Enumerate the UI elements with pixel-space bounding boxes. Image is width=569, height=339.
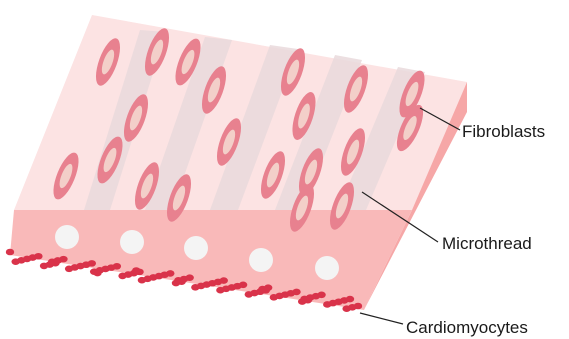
cardiomyocyte-cell bbox=[220, 277, 228, 284]
cardiomyocytes-leader-line bbox=[360, 313, 403, 324]
microthread-cross-section bbox=[315, 256, 339, 280]
cardiomyocytes-label: Cardiomyocytes bbox=[406, 319, 528, 336]
cardiomyocyte-cell bbox=[113, 263, 121, 270]
cardiomyocyte-cell bbox=[166, 270, 174, 277]
cardiomyocyte-cell bbox=[346, 296, 354, 303]
cardiomyocyte-cell bbox=[6, 249, 14, 256]
slab-front-face bbox=[10, 210, 412, 310]
cardiomyocyte-cell bbox=[34, 253, 42, 260]
cardiomyocyte-cell bbox=[317, 292, 325, 299]
microthread-cross-section bbox=[55, 225, 79, 249]
cardiomyocyte-cell bbox=[132, 267, 140, 274]
cardiomyocyte-cell bbox=[264, 284, 272, 291]
cardiomyocyte-cell bbox=[88, 260, 96, 267]
cardiomyocyte-cell bbox=[59, 256, 67, 263]
cardiomyocyte-cell bbox=[292, 289, 300, 296]
microthread-label: Microthread bbox=[442, 235, 532, 252]
microthread-cross-section bbox=[249, 248, 273, 272]
microthread-cross-section bbox=[120, 230, 144, 254]
cardiomyocyte-cell bbox=[354, 303, 362, 310]
cardiomyocyte-cell bbox=[185, 274, 193, 281]
microthread-cross-section bbox=[184, 236, 208, 260]
fibroblasts-label: Fibroblasts bbox=[462, 123, 545, 140]
cardiomyocyte-cell bbox=[239, 281, 247, 288]
